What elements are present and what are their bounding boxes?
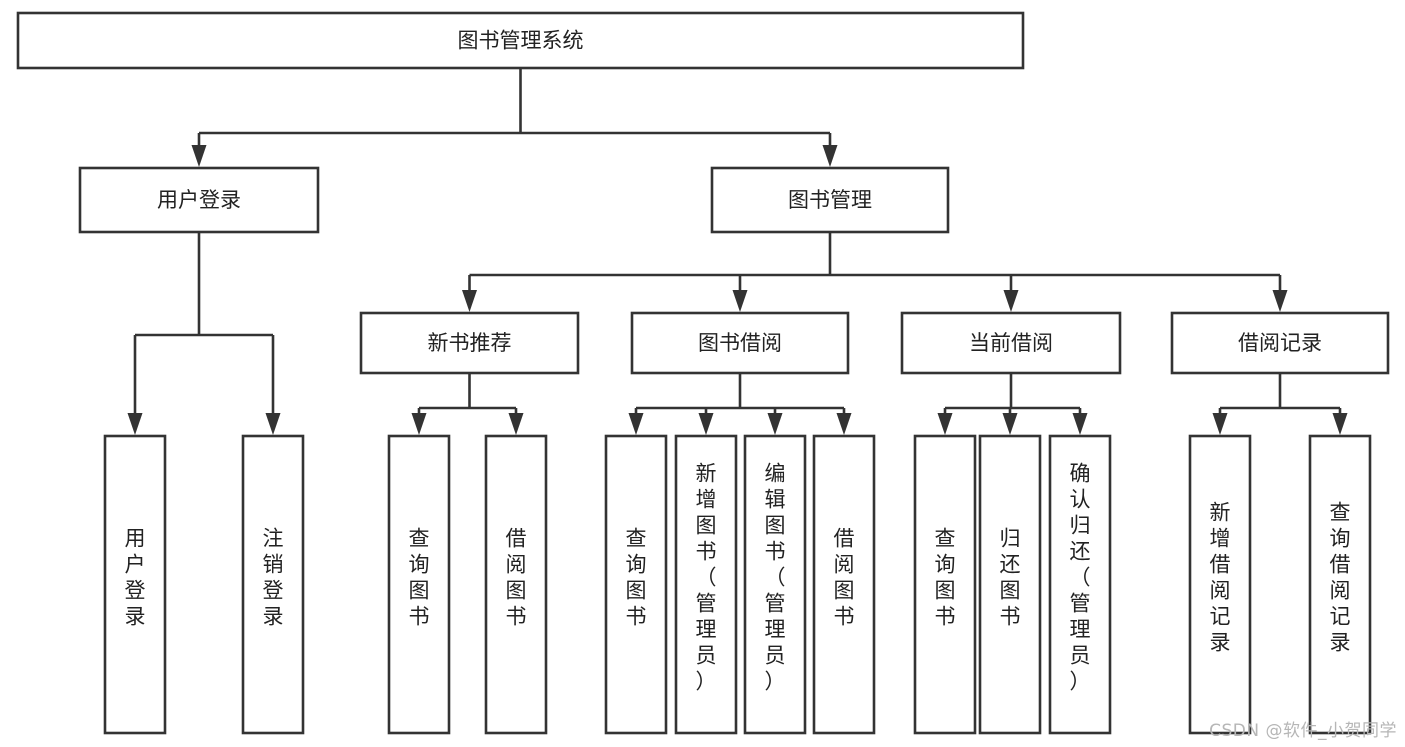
node-label: 图书管理	[788, 188, 872, 212]
node-box	[16, 11, 1025, 70]
arrow-head-icon	[462, 290, 477, 312]
arrow-head-icon	[836, 413, 852, 435]
node-box	[710, 166, 950, 234]
node-label: 查询借阅记录	[1330, 501, 1351, 655]
node-box	[387, 434, 451, 735]
csdn-watermark: CSDN @软件_小贺同学	[1209, 721, 1397, 741]
arrow-head-icon	[1072, 413, 1088, 435]
node-label: 借阅图书	[506, 527, 527, 629]
node-box	[1308, 434, 1372, 735]
node-l2d[interactable]: 借阅记录	[1170, 311, 1390, 375]
node-n10[interactable]: 归还图书	[978, 434, 1042, 735]
node-root[interactable]: 图书管理系统	[16, 11, 1025, 70]
node-box	[241, 434, 305, 735]
node-n01[interactable]: 用户登录	[103, 434, 167, 735]
arrow-head-icon	[767, 413, 783, 435]
node-n02[interactable]: 注销登录	[241, 434, 305, 735]
arrow-head-icon	[732, 290, 748, 312]
node-n12[interactable]: 新增借阅记录	[1188, 434, 1252, 735]
arrow-head-icon	[628, 413, 644, 435]
node-label: 新书推荐	[428, 331, 512, 355]
node-label: 借阅图书	[834, 527, 855, 629]
node-label: 当前借阅	[969, 331, 1053, 355]
arrow-head-icon	[508, 413, 524, 435]
node-box	[978, 434, 1042, 735]
node-box	[1170, 311, 1390, 375]
node-l1b[interactable]: 图书管理	[710, 166, 950, 234]
arrow-head-icon	[822, 145, 838, 167]
arrow-head-icon	[1332, 413, 1348, 435]
arrow-head-icon	[937, 413, 953, 435]
node-n06[interactable]: 新增图书（管理员）	[674, 434, 738, 735]
node-l1a[interactable]: 用户登录	[78, 166, 320, 234]
arrow-head-icon	[1003, 290, 1019, 312]
node-box	[604, 434, 668, 735]
arrow-head-icon	[411, 413, 427, 435]
node-n05[interactable]: 查询图书	[604, 434, 668, 735]
node-n07[interactable]: 编辑图书（管理员）	[743, 434, 807, 735]
node-label: 用户登录	[125, 527, 146, 629]
edges-layer	[127, 68, 1348, 435]
arrow-head-icon	[698, 413, 714, 435]
arrow-head-icon	[265, 413, 281, 435]
node-label: 图书管理系统	[458, 29, 584, 53]
node-box	[812, 434, 876, 735]
arrow-head-icon	[1272, 290, 1288, 312]
node-box	[103, 434, 167, 735]
node-label: 新增图书（管理员）	[696, 462, 717, 694]
arrow-head-icon	[191, 145, 207, 167]
node-n03[interactable]: 查询图书	[387, 434, 451, 735]
node-label: 查询图书	[935, 527, 956, 629]
node-label: 用户登录	[157, 188, 241, 212]
node-box	[78, 166, 320, 234]
node-box	[359, 311, 580, 375]
arrow-head-icon	[127, 413, 143, 435]
node-box	[1188, 434, 1252, 735]
arrow-head-icon	[1002, 413, 1018, 435]
node-l2b[interactable]: 图书借阅	[630, 311, 850, 375]
node-label: 借阅记录	[1238, 331, 1322, 355]
node-box	[484, 434, 548, 735]
node-n09[interactable]: 查询图书	[913, 434, 977, 735]
node-label: 编辑图书（管理员）	[765, 462, 786, 694]
arrow-head-icon	[1212, 413, 1228, 435]
node-l2a[interactable]: 新书推荐	[359, 311, 580, 375]
node-label: 归还图书	[1000, 527, 1021, 629]
node-label: 图书借阅	[698, 331, 782, 355]
node-box	[674, 434, 738, 735]
node-box	[1048, 434, 1112, 735]
nodes-layer: 图书管理系统用户登录图书管理新书推荐图书借阅当前借阅借阅记录用户登录注销登录查询…	[16, 11, 1390, 735]
node-label: 确认归还（管理员）	[1070, 462, 1091, 694]
node-l2c[interactable]: 当前借阅	[900, 311, 1122, 375]
node-box	[900, 311, 1122, 375]
node-n04[interactable]: 借阅图书	[484, 434, 548, 735]
node-box	[630, 311, 850, 375]
node-n08[interactable]: 借阅图书	[812, 434, 876, 735]
node-box	[743, 434, 807, 735]
node-label: 注销登录	[263, 527, 284, 629]
node-label: 查询图书	[409, 527, 430, 629]
node-n13[interactable]: 查询借阅记录	[1308, 434, 1372, 735]
node-label: 查询图书	[626, 527, 647, 629]
node-label: 新增借阅记录	[1210, 501, 1231, 655]
node-box	[913, 434, 977, 735]
node-n11[interactable]: 确认归还（管理员）	[1048, 434, 1112, 735]
